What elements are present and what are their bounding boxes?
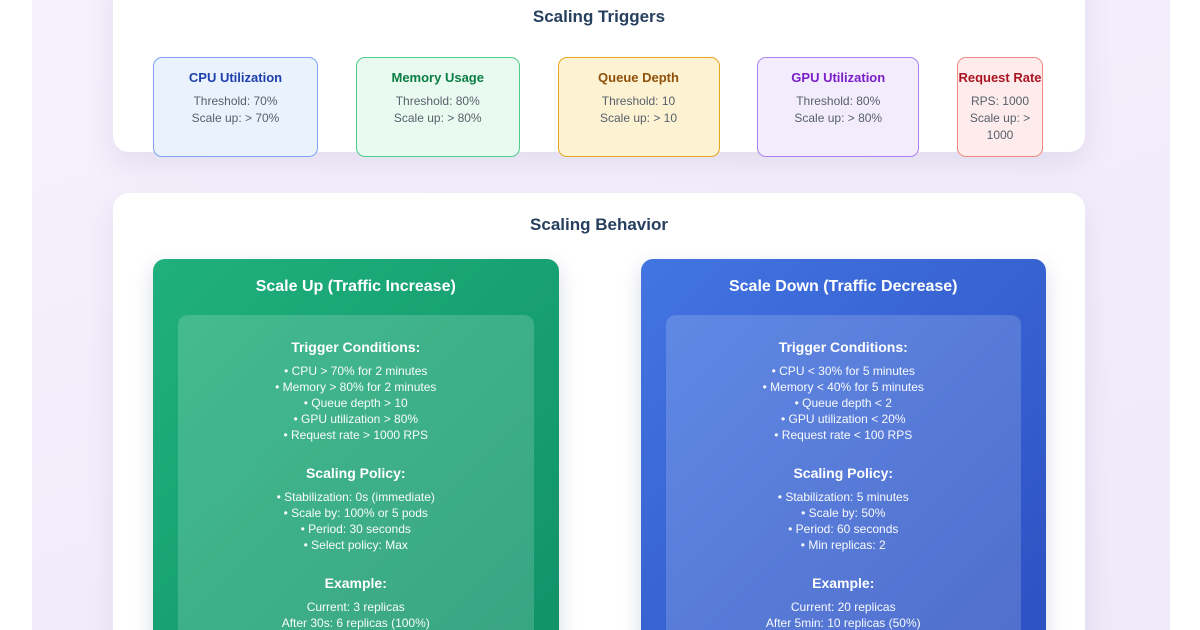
condition-line: • CPU > 70% for 2 minutes (284, 364, 428, 378)
section-heading-scaling-policy: Scaling Policy: (793, 465, 894, 481)
example-line: Current: 3 replicas (306, 600, 405, 614)
trigger-title: Request Rate (958, 70, 1042, 85)
condition-line: • Request rate > 1000 RPS (283, 428, 429, 442)
example-line: Current: 20 replicas (790, 600, 896, 614)
policy-line: • Period: 30 seconds (300, 522, 411, 536)
scale-down-panel-body: Trigger Conditions: • CPU < 30% for 5 mi… (665, 315, 1021, 630)
policy-line: • Scale by: 50% (801, 506, 886, 520)
section-lines: • CPU > 70% for 2 minutes • Memory > 80%… (186, 363, 526, 443)
section-lines: Current: 3 replicas After 30s: 6 replica… (186, 599, 526, 630)
section-heading-example: Example: (812, 575, 875, 591)
trigger-box-memory-usage: Memory Usage Threshold: 80% Scale up: > … (355, 57, 520, 157)
trigger-box-gpu-utilization: GPU Utilization Threshold: 80% Scale up:… (757, 57, 920, 157)
policy-line: • Scale by: 100% or 5 pods (283, 506, 428, 520)
section-lines: Current: 20 replicas After 5min: 10 repl… (674, 599, 1014, 630)
scaling-triggers-title: Scaling Triggers (532, 7, 666, 26)
policy-line: • Min replicas: 2 (800, 538, 886, 552)
trigger-title: GPU Utilization (791, 70, 886, 85)
section-heading-example: Example: (324, 575, 387, 591)
trigger-title: Queue Depth (598, 70, 679, 85)
scaling-behavior-card: Scaling Behavior Scale Up (Traffic Incre… (113, 193, 1085, 630)
policy-line: • Stabilization: 0s (immediate) (276, 490, 435, 504)
behavior-panel-row: Scale Up (Traffic Increase) Trigger Cond… (153, 259, 1046, 630)
trigger-title: CPU Utilization (188, 70, 283, 85)
policy-line: • Select policy: Max (303, 538, 408, 552)
scale-up-panel: Scale Up (Traffic Increase) Trigger Cond… (153, 259, 559, 630)
policy-line: • Stabilization: 5 minutes (777, 490, 909, 504)
scale-up-panel-body: Trigger Conditions: • CPU > 70% for 2 mi… (178, 315, 534, 630)
condition-line: • Queue depth < 2 (794, 396, 892, 410)
scale-up-panel-title: Scale Up (Traffic Increase) (255, 278, 456, 295)
trigger-title: Memory Usage (391, 70, 484, 85)
trigger-scale-rule: Scale up: > 80% (794, 111, 883, 125)
trigger-threshold: Threshold: 80% (796, 94, 881, 108)
trigger-box-request-rate: Request Rate RPS: 1000 Scale up: > 1000 (957, 57, 1043, 157)
section-heading-trigger-conditions: Trigger Conditions: (778, 339, 908, 355)
trigger-scale-rule: Scale up: > 1000 (969, 111, 1031, 142)
trigger-box-cpu-utilization: CPU Utilization Threshold: 70% Scale up:… (153, 57, 318, 157)
section-lines: • CPU < 30% for 5 minutes • Memory < 40%… (674, 363, 1014, 443)
trigger-scale-rule: Scale up: > 70% (191, 111, 280, 125)
scaling-triggers-card: Scaling Triggers CPU Utilization Thresho… (113, 0, 1085, 157)
trigger-threshold: Threshold: 80% (395, 94, 480, 108)
section-heading-trigger-conditions: Trigger Conditions: (291, 339, 421, 355)
condition-line: • GPU utilization < 20% (780, 412, 906, 426)
example-line: After 30s: 6 replicas (100%) (281, 616, 430, 630)
scale-down-panel: Scale Down (Traffic Decrease) Trigger Co… (640, 259, 1046, 630)
trigger-threshold: RPS: 1000 (970, 94, 1030, 108)
condition-line: • Memory < 40% for 5 minutes (762, 380, 924, 394)
policy-line: • Period: 60 seconds (788, 522, 899, 536)
trigger-threshold: Threshold: 70% (193, 94, 278, 108)
scaling-behavior-title: Scaling Behavior (530, 215, 668, 234)
trigger-row: CPU Utilization Threshold: 70% Scale up:… (153, 57, 1043, 157)
example-line: After 5min: 10 replicas (50%) (765, 616, 921, 630)
condition-line: • GPU utilization > 80% (293, 412, 419, 426)
condition-line: • CPU < 30% for 5 minutes (771, 364, 915, 378)
trigger-scale-rule: Scale up: > 10 (599, 111, 678, 125)
condition-line: • Request rate < 100 RPS (774, 428, 913, 442)
trigger-threshold: Threshold: 10 (601, 94, 676, 108)
section-lines: • Stabilization: 0s (immediate) • Scale … (186, 489, 526, 553)
section-lines: • Stabilization: 5 minutes • Scale by: 5… (674, 489, 1014, 553)
trigger-box-queue-depth: Queue Depth Threshold: 10 Scale up: > 10 (557, 57, 720, 157)
scale-down-panel-title: Scale Down (Traffic Decrease) (728, 278, 958, 295)
condition-line: • Memory > 80% for 2 minutes (275, 380, 437, 394)
section-heading-scaling-policy: Scaling Policy: (305, 465, 406, 481)
trigger-scale-rule: Scale up: > 80% (393, 111, 482, 125)
condition-line: • Queue depth > 10 (303, 396, 408, 410)
